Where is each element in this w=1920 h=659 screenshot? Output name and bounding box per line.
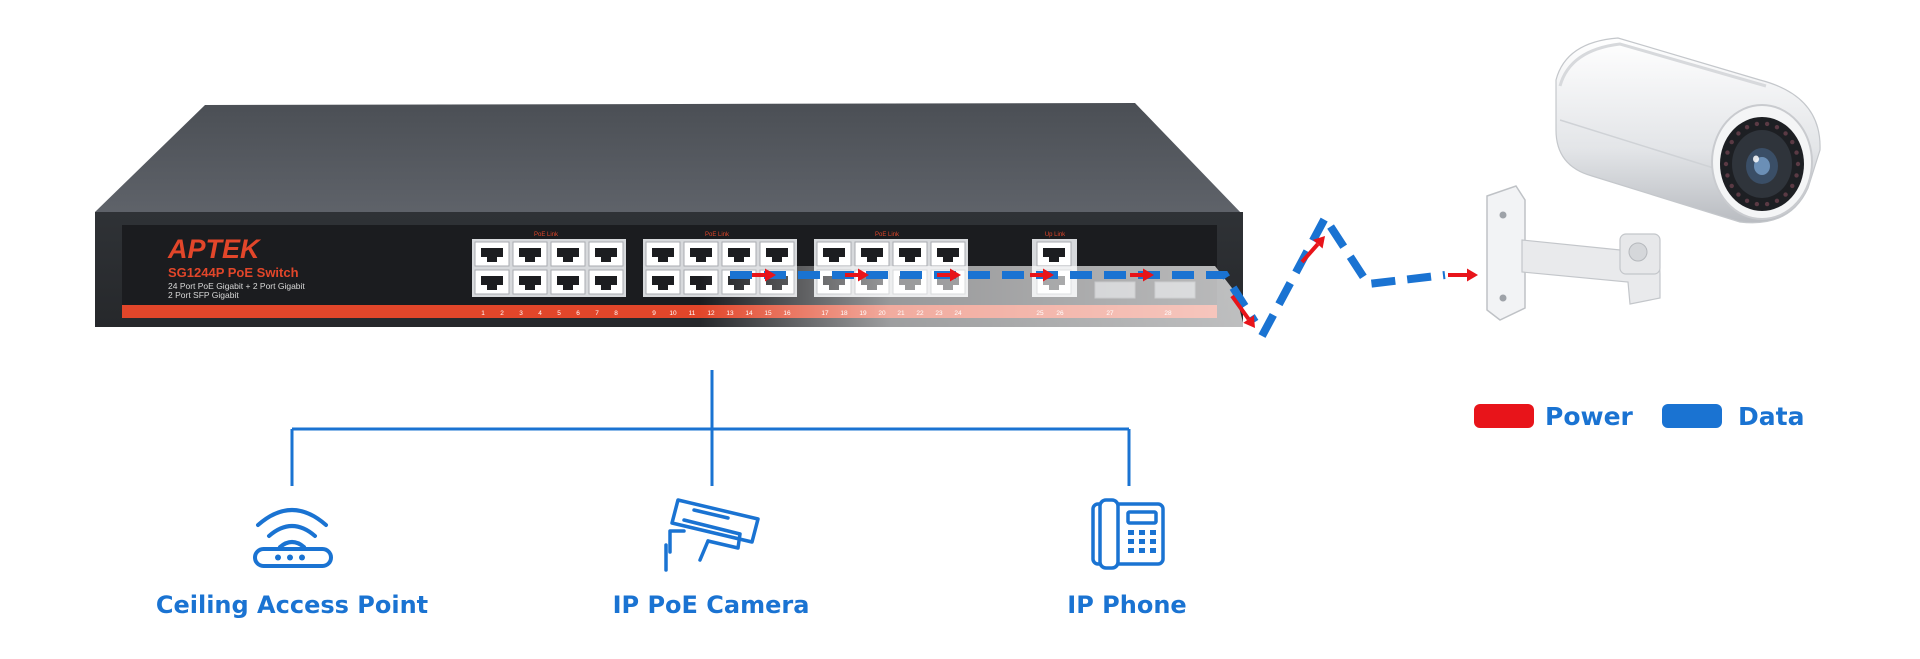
rj45-port: [512, 269, 548, 295]
legend-power-label: Power: [1545, 402, 1634, 431]
device-label-ip-poe-camera: IP PoE Camera: [613, 591, 810, 619]
rj45-port: [683, 241, 719, 267]
port-number: 9: [652, 310, 656, 317]
port-number: 10: [669, 310, 677, 317]
bullet-camera-icon: [1486, 37, 1821, 321]
uplink-label: Up Link: [1045, 232, 1066, 238]
desk-phone-icon: [1091, 498, 1165, 570]
rj45-port: [854, 241, 890, 267]
switch-fade-overlay: [700, 266, 1245, 330]
power-arrow: [845, 268, 869, 282]
switch-brand: APTEK: [167, 234, 262, 264]
switch-spec-line-1: 24 Port PoE Gigabit + 2 Port Gigabit: [168, 281, 305, 291]
poe-link-label-3: PoE Link: [875, 232, 900, 238]
data-line-in-switch: [730, 271, 1259, 325]
connector-tree: [290, 370, 1131, 486]
port-number: 2: [500, 310, 504, 317]
cctv-camera-icon: [664, 498, 760, 572]
poe-link-label-1: PoE Link: [534, 232, 559, 238]
rj45-port: [474, 241, 510, 267]
device-label-ip-phone: IP Phone: [1067, 591, 1186, 619]
rj45-port: [474, 269, 510, 295]
poe-switch: APTEK SG1244P PoE Switch 24 Port PoE Gig…: [95, 103, 1245, 330]
data-line-to-camera: [1258, 210, 1446, 338]
uplink-port: [1036, 241, 1072, 267]
port-number: 5: [557, 310, 561, 317]
switch-model: SG1244P PoE Switch: [168, 265, 299, 280]
rj45-port: [550, 269, 586, 295]
power-data-flow: [730, 210, 1478, 338]
rj45-port: [588, 269, 624, 295]
legend-data-label: Data: [1738, 402, 1804, 431]
legend-power-swatch: [1474, 404, 1534, 428]
power-arrow: [1030, 268, 1054, 282]
rj45-port: [930, 241, 966, 267]
rj45-port: [550, 241, 586, 267]
rj45-port: [721, 241, 757, 267]
rj45-port: [588, 241, 624, 267]
power-arrow-to-camera: [1448, 268, 1478, 282]
poe-link-label-2: PoE Link: [705, 232, 730, 238]
rj45-port: [512, 241, 548, 267]
wifi-router-icon: [253, 508, 333, 568]
power-arrow-down: [1230, 294, 1255, 328]
rj45-port: [645, 241, 681, 267]
port-number: 8: [614, 310, 618, 317]
camera-wall-mount: [1486, 185, 1526, 321]
port-number: 3: [519, 310, 523, 317]
power-arrow: [937, 268, 961, 282]
power-arrow: [752, 268, 776, 282]
power-arrow: [1130, 268, 1154, 282]
device-label-ceiling-ap: Ceiling Access Point: [156, 591, 428, 619]
switch-top: [95, 103, 1243, 215]
port-number: 1: [481, 310, 485, 317]
power-arrow-up: [1300, 236, 1325, 264]
port-number: 4: [538, 310, 542, 317]
port-number: 7: [595, 310, 599, 317]
rj45-port: [645, 269, 681, 295]
rj45-port: [759, 241, 795, 267]
legend: Power Data: [1474, 402, 1804, 431]
rj45-port: [892, 241, 928, 267]
legend-data-swatch: [1662, 404, 1722, 428]
port-number: 6: [576, 310, 580, 317]
rj45-port: [816, 241, 852, 267]
switch-spec-line-2: 2 Port SFP Gigabit: [168, 290, 239, 300]
port-number: 11: [689, 310, 696, 317]
